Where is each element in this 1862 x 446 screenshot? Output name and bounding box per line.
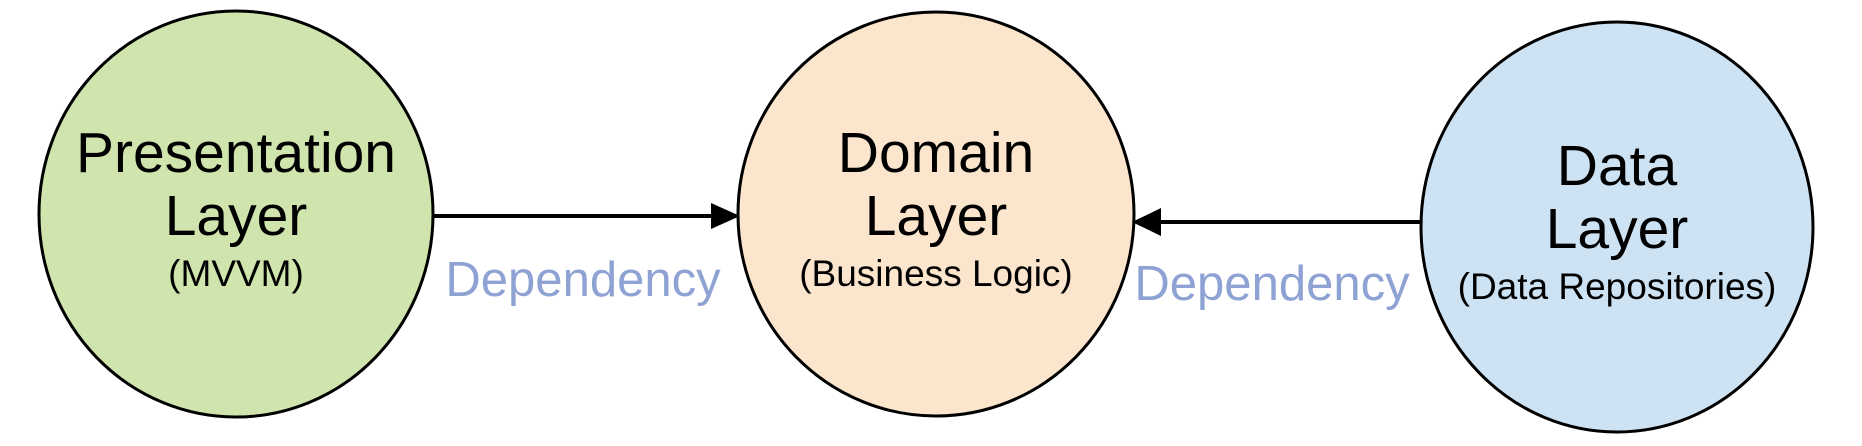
data-layer-subtitle: (Data Repositories) — [1458, 266, 1777, 307]
presentation-layer-subtitle: (MVVM) — [168, 253, 304, 294]
node-data-layer: Data Layer (Data Repositories) — [1419, 20, 1815, 434]
node-domain-layer: Domain Layer (Business Logic) — [736, 10, 1136, 418]
arrowhead-left-icon — [1132, 208, 1161, 236]
presentation-layer-ellipse — [37, 9, 435, 419]
presentation-layer-title-line1: Presentation — [76, 121, 396, 185]
domain-layer-subtitle: (Business Logic) — [799, 253, 1073, 294]
edge-presentation-to-domain: Dependency — [434, 203, 740, 307]
presentation-layer-title-line2: Layer — [165, 184, 308, 248]
data-layer-ellipse — [1419, 20, 1815, 434]
edge-label-dependency-right: Dependency — [1134, 257, 1410, 311]
domain-layer-ellipse — [736, 10, 1136, 418]
node-presentation-layer: Presentation Layer (MVVM) — [37, 9, 435, 419]
data-layer-title-line1: Data — [1557, 134, 1678, 198]
edge-data-to-domain: Dependency — [1132, 208, 1421, 311]
data-layer-title-line2: Layer — [1546, 197, 1689, 261]
domain-layer-title-line2: Layer — [865, 184, 1008, 248]
domain-layer-title-line1: Domain — [838, 121, 1034, 185]
arrowhead-right-icon — [711, 203, 740, 229]
edge-label-dependency-left: Dependency — [445, 253, 721, 307]
